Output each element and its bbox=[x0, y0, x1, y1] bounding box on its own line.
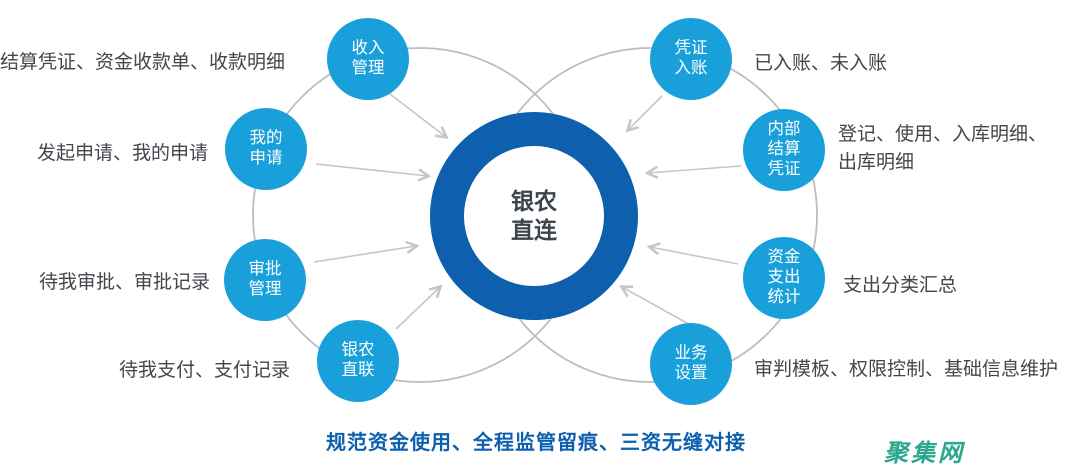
node-internal-settlement: 内部 结算 凭证 bbox=[743, 109, 825, 191]
node-income-management: 收入 管理 bbox=[327, 18, 409, 100]
node-bank-agri-link-label: 银农 直联 bbox=[341, 341, 375, 379]
note-income-management: 结算凭证、资金收款单、收款明细 bbox=[0, 52, 285, 73]
note-business-settings: 审判模板、权限控制、基础信息维护 bbox=[754, 359, 1059, 380]
node-income-management-label: 收入 管理 bbox=[351, 39, 385, 77]
node-fund-expenditure: 资金 支出 统计 bbox=[743, 237, 825, 319]
note-internal-settlement: 登记、使用、入库明细、 出库明细 bbox=[838, 124, 1048, 173]
node-business-settings: 业务 设置 bbox=[650, 323, 732, 405]
node-my-application: 我的 申请 bbox=[225, 108, 307, 190]
node-bank-agri-link: 银农 直联 bbox=[317, 320, 399, 402]
node-voucher-entry: 凭证 入账 bbox=[650, 18, 732, 100]
note-fund-expenditure: 支出分类汇总 bbox=[843, 275, 958, 296]
arrow-banklink-to-center bbox=[395, 284, 443, 330]
footer-tagline: 规范资金使用、全程监管留痕、三资无缝对接 bbox=[326, 432, 746, 454]
node-my-application-label: 我的 申请 bbox=[249, 129, 283, 167]
node-business-settings-label: 业务 设置 bbox=[674, 344, 708, 382]
center-node-ring: 银农 直连 bbox=[430, 112, 638, 320]
note-approval-management: 待我审批、审批记录 bbox=[38, 272, 210, 293]
arrow-application-to-center bbox=[315, 163, 432, 182]
arrow-settlement-to-center bbox=[644, 165, 742, 180]
note-bank-agri-link: 待我支付、支付记录 bbox=[118, 360, 290, 381]
node-fund-expenditure-label: 资金 支出 统计 bbox=[767, 248, 801, 306]
arrow-income-to-center bbox=[389, 93, 449, 140]
node-approval-management: 审批 管理 bbox=[224, 239, 306, 321]
arrow-approval-to-center bbox=[313, 240, 420, 263]
arrow-voucher-to-center bbox=[625, 95, 663, 133]
center-node-label: 银农 直连 bbox=[511, 188, 557, 243]
juji-logo: 聚集网 bbox=[884, 440, 965, 467]
arrow-expenditure-to-center bbox=[646, 242, 739, 265]
node-voucher-entry-label: 凭证 入账 bbox=[674, 39, 708, 77]
node-approval-management-label: 审批 管理 bbox=[248, 260, 282, 298]
note-my-application: 发起申请、我的申请 bbox=[36, 143, 208, 164]
node-internal-settlement-label: 内部 结算 凭证 bbox=[767, 120, 801, 178]
arrow-settings-to-center bbox=[618, 285, 695, 328]
note-voucher-entry: 已入账、未入账 bbox=[754, 53, 888, 74]
